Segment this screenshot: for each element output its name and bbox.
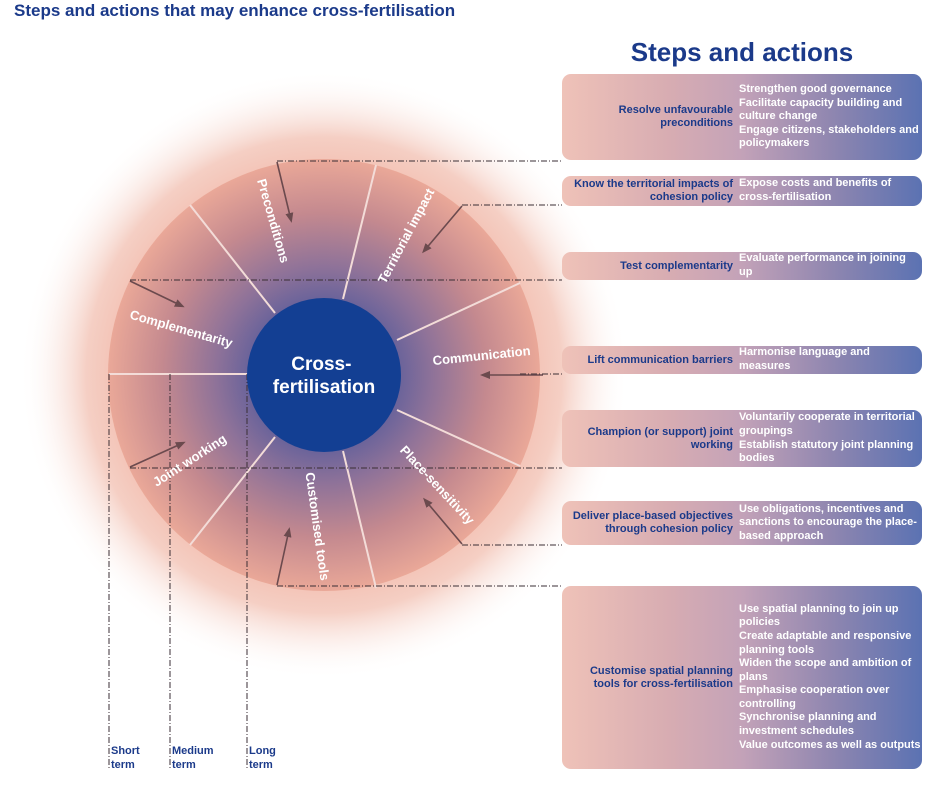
center-label-line1: Cross- (291, 354, 351, 375)
timeframe-line: Short (111, 745, 140, 757)
arrow-icon (423, 497, 463, 545)
action-item: Evaluate performance in joining up (739, 252, 906, 278)
action-item: Value outcomes as well as outputs (739, 738, 921, 751)
step-box-complementarity: Test complementarity Evaluate performanc… (562, 252, 922, 280)
center-circle (247, 298, 401, 452)
action-item: Widen the scope and ambition of plans (739, 657, 912, 683)
action-item: Harmonise language and measures (739, 346, 870, 372)
step-label: Test complementarity (620, 259, 733, 272)
spoke (396, 282, 521, 341)
arrow-icon (276, 527, 292, 586)
steps-heading: Steps and actions (630, 37, 854, 67)
action-list: Harmonise language and measures (739, 346, 922, 373)
action-item: Facilitate capacity building and culture… (739, 96, 903, 123)
timeframe-line: Long (249, 745, 276, 757)
timeframe-line: term (172, 759, 196, 771)
step-box-joint-working: Champion (or support) joint working Volu… (562, 410, 922, 467)
action-item: Strengthen good governance (739, 83, 892, 96)
action-item: Emphasise cooperation over controlling (739, 684, 890, 710)
wheel-spokes (109, 164, 521, 589)
action-item: Engage citizens, stakeholders and policy… (739, 123, 919, 150)
step-label: Know the territorial impacts of cohesion… (574, 178, 733, 203)
spoke (342, 450, 377, 589)
svg-text:Cross- fertilisation: Cross- fertilisation (273, 354, 375, 398)
action-list: Voluntarily cooperate in territorial gro… (739, 411, 922, 465)
arrow-icon (422, 205, 463, 254)
action-item: Expose costs and benefits of cross-ferti… (739, 177, 892, 203)
action-list: Expose costs and benefits of cross-ferti… (739, 177, 922, 204)
action-list: Use obligations, incentives and sanction… (739, 503, 922, 544)
action-item: Use obligations, incentives and sanction… (739, 502, 917, 542)
action-list: Use spatial planning to join up policies… (739, 603, 922, 753)
timeframe-line: term (249, 759, 273, 771)
spoke (189, 436, 276, 546)
timeframe-line: Medium (172, 745, 214, 757)
timeframe-long-term: Long term (249, 744, 276, 772)
arrow-icon (129, 280, 185, 308)
step-label: Lift communication barriers (587, 353, 733, 366)
connector-lines (108, 160, 562, 770)
action-item: Voluntarily cooperate in territorial gro… (739, 411, 915, 437)
timeframe-medium-term: Medium term (172, 744, 214, 772)
spoke (396, 409, 521, 467)
timeframe-short-term: Short term (111, 744, 140, 772)
action-list: Strengthen good governance Facilitate ca… (739, 83, 922, 151)
arrow-icon (276, 161, 294, 223)
action-item: Create adaptable and responsive planning… (739, 629, 912, 656)
timeframe-line: term (111, 759, 135, 771)
action-item: Use spatial planning to join up policies (739, 602, 899, 629)
step-box-territorial-impact: Know the territorial impacts of cohesion… (562, 176, 922, 206)
center-label-line2: fertilisation (273, 377, 375, 398)
step-label: Champion (or support) joint working (587, 425, 733, 451)
spoke (342, 164, 377, 300)
step-label: Deliver place-based objectives through c… (572, 510, 733, 535)
action-item: Establish statutory joint planning bodie… (739, 438, 914, 465)
step-box-customised-tools: Customise spatial planning tools for cro… (562, 586, 922, 769)
arrows (129, 161, 543, 586)
step-box-preconditions: Resolve unfavourable preconditions Stren… (562, 74, 922, 160)
step-label: Customise spatial planning tools for cro… (589, 664, 733, 690)
step-box-place-sensitivity: Deliver place-based objectives through c… (562, 501, 922, 545)
step-label: Resolve unfavourable preconditions (618, 104, 733, 129)
action-list: Evaluate performance in joining up (739, 252, 922, 279)
arrow-icon (129, 441, 186, 468)
page-title: Steps and actions that may enhance cross… (14, 1, 456, 20)
action-item: Synchronise planning and investment sche… (739, 711, 877, 738)
spoke (189, 204, 276, 314)
step-box-communication: Lift communication barriers Harmonise la… (562, 346, 922, 374)
